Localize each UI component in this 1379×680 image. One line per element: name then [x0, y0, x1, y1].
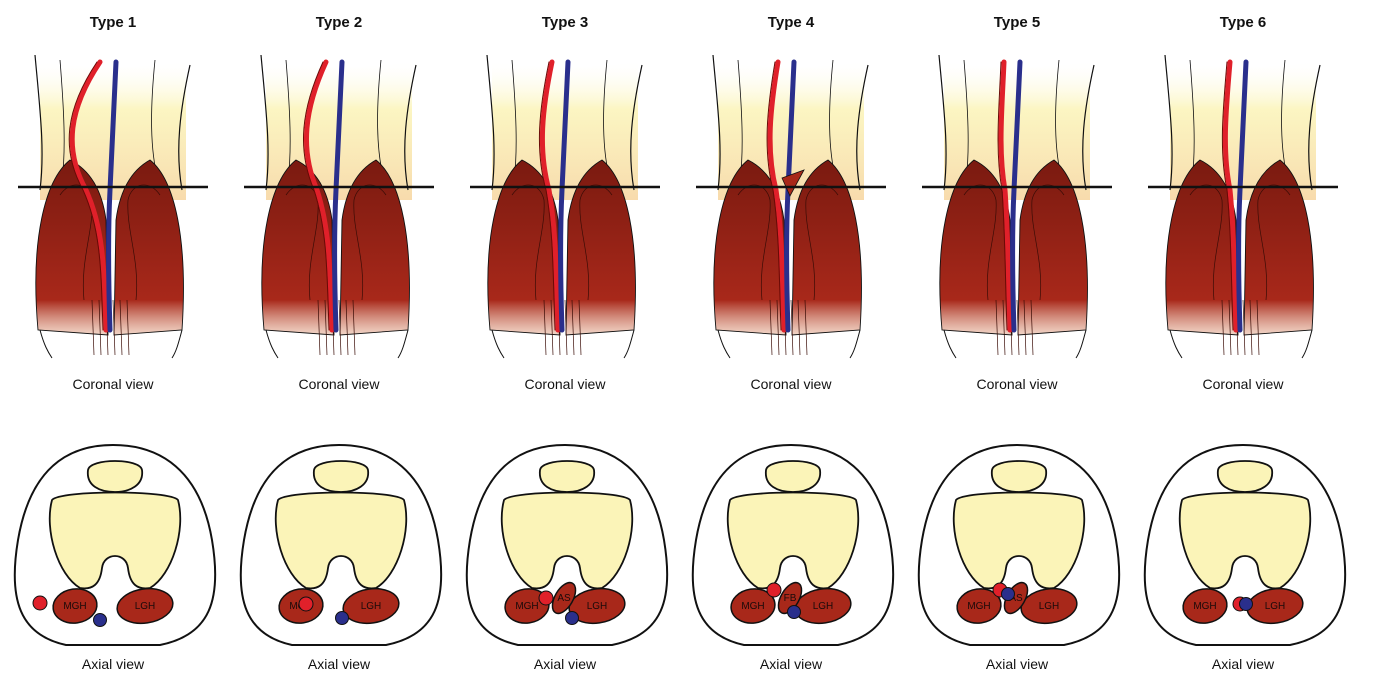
coronal-view-drawing	[922, 55, 1112, 358]
svg-text:MGH: MGH	[967, 601, 990, 612]
type-title: Type 5	[904, 14, 1130, 31]
type-3-illustration: MGH LGH AS	[452, 0, 678, 680]
svg-text:MGH: MGH	[63, 601, 86, 612]
axial-view-drawing: MGH LGH AS	[467, 445, 668, 645]
type-1-illustration: MGH LGH	[0, 0, 226, 680]
coronal-view-label: Coronal view	[904, 376, 1130, 392]
type-title: Type 1	[0, 14, 226, 31]
coronal-view-drawing	[18, 55, 208, 358]
svg-text:LGH: LGH	[361, 601, 382, 612]
coronal-view-drawing	[696, 55, 886, 358]
svg-text:FB: FB	[784, 593, 797, 604]
coronal-view-label: Coronal view	[226, 376, 452, 392]
svg-text:MGH: MGH	[1193, 601, 1216, 612]
coronal-view-drawing	[244, 55, 434, 358]
type-title: Type 3	[452, 14, 678, 31]
svg-text:AS: AS	[557, 593, 571, 604]
type-6-illustration: MGH LGH	[1130, 0, 1356, 680]
svg-text:LGH: LGH	[587, 601, 608, 612]
coronal-view-label: Coronal view	[452, 376, 678, 392]
axial-view-label: Axial view	[678, 656, 904, 672]
axial-view-label: Axial view	[1130, 656, 1356, 672]
svg-text:MGH: MGH	[741, 601, 764, 612]
coronal-view-drawing	[1148, 55, 1338, 358]
type-title: Type 2	[226, 14, 452, 31]
axial-view-label: Axial view	[904, 656, 1130, 672]
coronal-view-label: Coronal view	[0, 376, 226, 392]
svg-text:LGH: LGH	[135, 601, 156, 612]
coronal-view-label: Coronal view	[678, 376, 904, 392]
coronal-view-label: Coronal view	[1130, 376, 1356, 392]
axial-view-drawing: MGH LGH	[1145, 445, 1346, 645]
coronal-view-drawing	[470, 55, 660, 358]
type-title: Type 4	[678, 14, 904, 31]
axial-view-label: Axial view	[452, 656, 678, 672]
axial-view-label: Axial view	[0, 656, 226, 672]
type-title: Type 6	[1130, 14, 1356, 31]
axial-view-drawing: MGH LGH FB	[693, 445, 894, 645]
svg-text:MGH: MGH	[515, 601, 538, 612]
axial-view-label: Axial view	[226, 656, 452, 672]
svg-text:LGH: LGH	[1039, 601, 1060, 612]
axial-view-drawing: MGH LGH	[15, 445, 216, 645]
type-4-illustration: MGH LGH FB	[678, 0, 904, 680]
svg-text:LGH: LGH	[813, 601, 834, 612]
svg-text:LGH: LGH	[1265, 601, 1286, 612]
